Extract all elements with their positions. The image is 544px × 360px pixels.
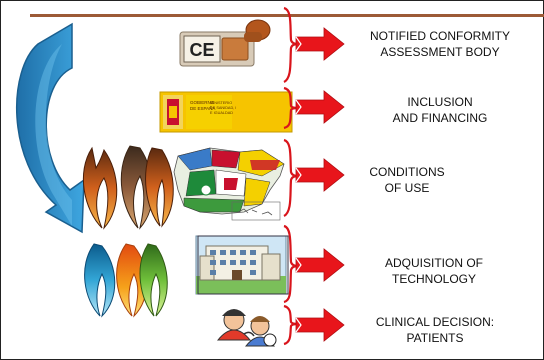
step-label-line: AND FINANCING <box>392 111 488 125</box>
arrow-3 <box>295 158 345 192</box>
step-label-line: CONDITIONS <box>369 165 445 179</box>
flame-icons-bottom <box>84 243 168 318</box>
ce-mark-stamp-icon: CE <box>179 19 271 67</box>
step-label-line: OF USE <box>384 181 430 195</box>
arrow-1 <box>295 27 345 61</box>
step-label-line: ASSESSMENT BODY <box>380 45 500 59</box>
ministry-name-line-3: E IGUALDAD <box>210 111 233 115</box>
doctor-patient-icon <box>216 309 277 347</box>
spain-map-icon <box>173 147 285 221</box>
ce-mark-text: CE <box>189 40 214 60</box>
step-label-inclusion-financing: INCLUSION AND FINANCING <box>370 94 510 126</box>
step-label-notified-body: NOTIFIED CONFORMITY ASSESSMENT BODY <box>360 28 520 60</box>
step-label-line: CLINICAL DECISION: <box>375 315 495 329</box>
step-label-line: PATIENTS <box>406 331 464 345</box>
step-label-line: ADQUISITION OF <box>384 256 483 270</box>
arrow-4 <box>295 248 345 282</box>
ministry-name-line-1: MINISTERIO <box>210 101 232 105</box>
step-label-line: NOTIFIED CONFORMITY <box>370 29 510 43</box>
step-label-acquisition-technology: ADQUISITION OF TECHNOLOGY <box>364 255 504 287</box>
ministry-logo-icon: GOBIERNO DE ESPAÑA MINISTERIO DE SANIDAD… <box>159 91 293 133</box>
step-arrows <box>295 27 345 342</box>
hospital-building-icon <box>195 235 289 295</box>
curved-flow-arrow <box>15 22 85 234</box>
header-rule <box>30 14 544 17</box>
step-label-conditions-of-use: CONDITIONS OF USE <box>352 164 462 196</box>
ministry-gov-line-2: DE ESPAÑA <box>190 105 215 111</box>
step-label-line: INCLUSION <box>407 95 473 109</box>
step-label-line: TECHNOLOGY <box>391 272 476 286</box>
step-label-clinical-decision: CLINICAL DECISION: PATIENTS <box>360 314 510 346</box>
arrow-5 <box>295 308 345 342</box>
arrow-2 <box>295 90 345 124</box>
ministry-gov-line-1: GOBIERNO <box>190 100 215 105</box>
flame-icons-top <box>82 145 174 230</box>
